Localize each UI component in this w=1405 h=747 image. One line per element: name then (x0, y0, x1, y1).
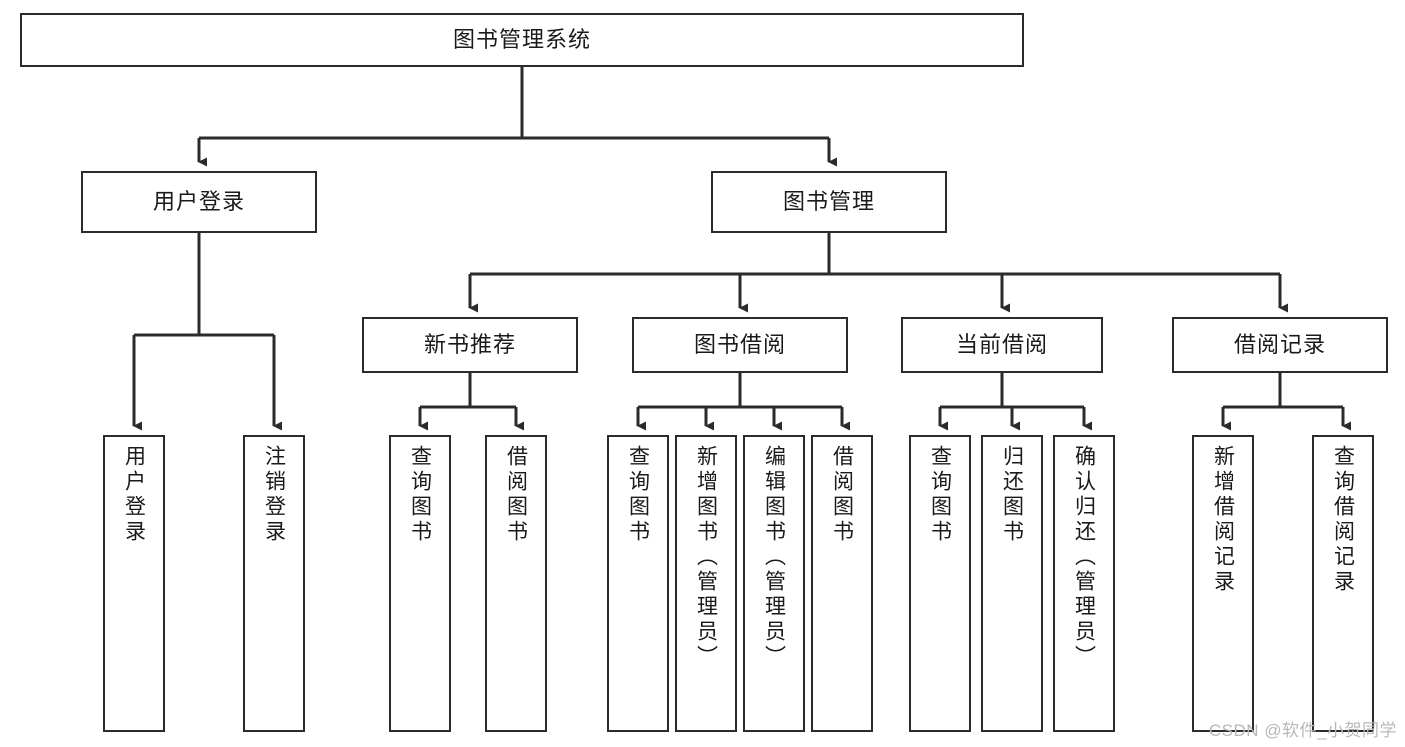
node-leaf-logout-label: 注销登录 (262, 445, 286, 545)
node-leaf-add-record[interactable]: 新增借阅记录 (1192, 435, 1254, 732)
node-leaf-query-book-2[interactable]: 查询图书 (607, 435, 669, 732)
node-leaf-query-record[interactable]: 查询借阅记录 (1312, 435, 1374, 732)
node-leaf-user-login-label: 用户登录 (122, 445, 146, 545)
node-leaf-edit-book[interactable]: 编辑图书（管理员） (743, 435, 805, 732)
node-current-borrow-label: 当前借阅 (955, 332, 1048, 358)
watermark-text: CSDN @软件_小贺同学 (1208, 721, 1397, 740)
node-book-borrow[interactable]: 图书借阅 (632, 317, 848, 373)
node-book-borrow-label: 图书借阅 (693, 332, 786, 358)
node-leaf-confirm-return[interactable]: 确认归还（管理员） (1053, 435, 1115, 732)
node-leaf-add-book[interactable]: 新增图书（管理员） (675, 435, 737, 732)
node-leaf-borrow-book-1-label: 借阅图书 (504, 445, 528, 545)
node-leaf-query-record-label: 查询借阅记录 (1331, 445, 1355, 595)
node-book-manage[interactable]: 图书管理 (711, 171, 947, 233)
node-borrow-record-label: 借阅记录 (1233, 332, 1326, 358)
node-leaf-return-book[interactable]: 归还图书 (981, 435, 1043, 732)
node-new-book-rec-label: 新书推荐 (423, 332, 516, 358)
node-current-borrow[interactable]: 当前借阅 (901, 317, 1103, 373)
node-leaf-query-book-3-label: 查询图书 (928, 445, 952, 545)
node-leaf-logout[interactable]: 注销登录 (243, 435, 305, 732)
node-root[interactable]: 图书管理系统 (20, 13, 1024, 67)
node-root-label: 图书管理系统 (452, 27, 591, 53)
node-user-login[interactable]: 用户登录 (81, 171, 317, 233)
node-leaf-query-book-3[interactable]: 查询图书 (909, 435, 971, 732)
node-leaf-borrow-book-2-label: 借阅图书 (830, 445, 854, 545)
node-new-book-rec[interactable]: 新书推荐 (362, 317, 578, 373)
node-leaf-user-login[interactable]: 用户登录 (103, 435, 165, 732)
node-leaf-borrow-book-1[interactable]: 借阅图书 (485, 435, 547, 732)
node-leaf-return-book-label: 归还图书 (1000, 445, 1024, 545)
node-book-manage-label: 图书管理 (782, 189, 875, 215)
node-leaf-add-book-label: 新增图书（管理员） (694, 445, 718, 670)
node-leaf-query-book-1-label: 查询图书 (408, 445, 432, 545)
node-leaf-borrow-book-2[interactable]: 借阅图书 (811, 435, 873, 732)
node-leaf-add-record-label: 新增借阅记录 (1211, 445, 1235, 595)
node-leaf-confirm-return-label: 确认归还（管理员） (1072, 445, 1096, 670)
node-user-login-label: 用户登录 (152, 189, 245, 215)
node-leaf-query-book-1[interactable]: 查询图书 (389, 435, 451, 732)
node-leaf-query-book-2-label: 查询图书 (626, 445, 650, 545)
node-leaf-edit-book-label: 编辑图书（管理员） (762, 445, 786, 670)
node-borrow-record[interactable]: 借阅记录 (1172, 317, 1388, 373)
